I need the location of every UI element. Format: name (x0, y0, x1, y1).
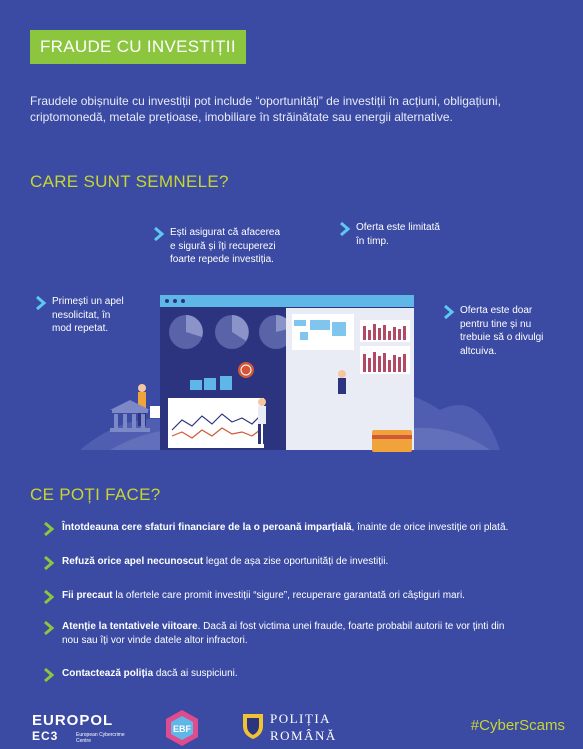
tip-bold: Întotdeauna cere sfaturi financiare de l… (62, 522, 352, 533)
sign-line: mod repetat. (52, 323, 109, 334)
tip-item: Atenție la tentativele viitoare. Dacă ai… (44, 620, 522, 648)
sign-line: Oferta este limitată (356, 222, 440, 233)
sign-line: trebuie să o divulgi (460, 332, 544, 343)
tip-item: Contactează poliția dacă ai suspiciuni. (44, 667, 542, 683)
chevron-right-icon (444, 304, 455, 320)
politia-line1: POLIȚIA (270, 711, 332, 726)
europol-subtitle: European Cybercrime Centre (76, 732, 125, 744)
chevron-right-icon (36, 295, 47, 311)
page-title: FRAUDE CU INVESTIȚII (30, 30, 246, 64)
sign-line: în timp. (356, 235, 389, 247)
tip-text: , înainte de orice investiție ori plată. (351, 522, 509, 533)
europol-logo: EUROPOL EC3 European Cybercrime Centre (32, 712, 125, 744)
sign-item: Primești un apel nesolicitat, în mod rep… (36, 295, 152, 336)
sign-line: e sigură și îți recuperezi (170, 240, 276, 252)
ebf-logo: EBF (166, 710, 198, 746)
sign-line: foarte repede investiția. (170, 254, 274, 265)
sign-line: Ești asigurat că afacerea (170, 227, 281, 238)
tip-text: dacă ai suspiciuni. (153, 668, 238, 679)
ebf-label: EBF (173, 724, 192, 734)
politia-logo: POLIȚIA ROMÂNĂ (240, 710, 335, 745)
chevron-right-icon (44, 521, 55, 537)
tip-text: . Dacă ai fost victima unei fraude, foar… (62, 621, 505, 646)
sign-line: Primești un apel (52, 296, 124, 307)
sign-line: Oferta este doar (460, 305, 533, 316)
tip-text: la ofertele care promit investiții “sigu… (112, 590, 465, 601)
tip-item: Refuză orice apel necunoscut legat de aș… (44, 555, 542, 571)
signs-heading: CARE SUNT SEMNELE? (30, 172, 229, 191)
sign-item: Ești asigurat că afacerea e sigură și îț… (154, 226, 320, 267)
chevron-right-icon (154, 226, 165, 242)
chevron-right-icon (44, 589, 55, 605)
hashtag: #CyberScams (470, 717, 565, 734)
tip-bold: Refuză orice apel necunoscut (62, 556, 204, 567)
investment-illustration (80, 295, 500, 452)
tip-item: Întotdeauna cere sfaturi financiare de l… (44, 521, 542, 537)
tip-bold: Fii precaut (62, 590, 113, 601)
tip-bold: Atenție la tentativele viitoare (62, 621, 198, 632)
sign-item: Oferta este limitată în timp. (340, 221, 476, 248)
sign-item: Oferta este doar pentru tine și nu trebu… (444, 304, 570, 358)
tip-bold: Contactează poliția (62, 668, 154, 679)
sign-line: pentru tine și nu (460, 318, 532, 330)
crest-icon (243, 714, 263, 739)
europol-ec3: EC3 (32, 729, 59, 743)
chevron-right-icon (44, 667, 55, 683)
intro-text: Fraudele obișnuite cu investiții pot inc… (30, 94, 501, 124)
footer: EUROPOL EC3 European Cybercrime Centre E… (0, 700, 583, 749)
tip-item: Fii precaut la ofertele care promit inve… (44, 589, 542, 605)
chevron-right-icon (44, 555, 55, 571)
politia-line2: ROMÂNĂ (270, 728, 337, 743)
sign-line: nesolicitat, în (52, 309, 111, 321)
politia-text: POLIȚIA ROMÂNĂ (270, 710, 337, 744)
europol-name: EUROPOL (32, 712, 114, 729)
chevron-right-icon (340, 221, 351, 237)
chevron-right-icon (44, 620, 55, 636)
sign-line: altcuiva. (460, 345, 497, 357)
tip-text: legat de așa zise oportunități de invest… (203, 556, 389, 567)
actions-heading: CE POȚI FACE? (30, 485, 161, 504)
